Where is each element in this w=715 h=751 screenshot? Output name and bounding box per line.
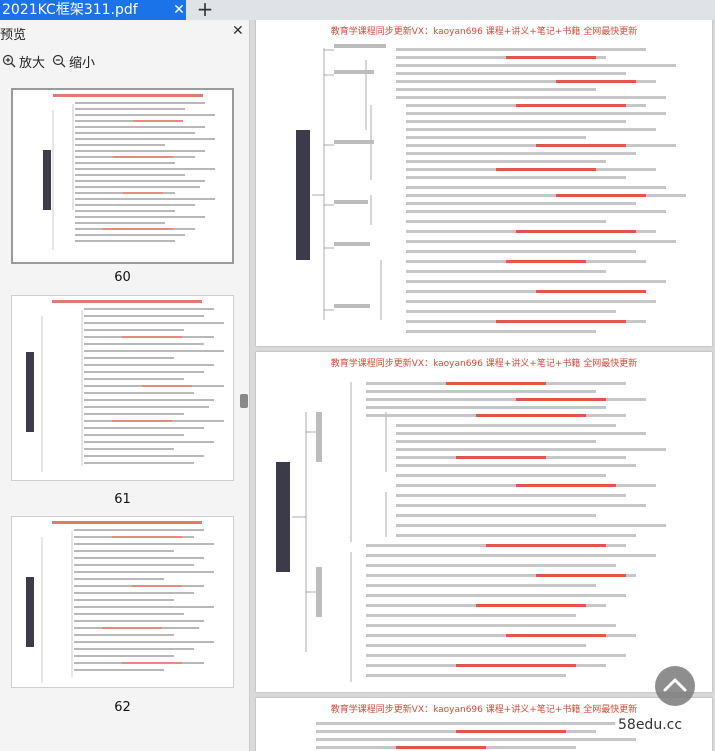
document-tab-title: 2021KC框架311.pdf — [2, 2, 138, 18]
page-header: 教育学课程同步更新VX：kaoyan696 课程+讲义+笔记+书籍 全网最快更新 — [330, 359, 638, 369]
page-thumbnail[interactable] — [11, 516, 234, 688]
thumbnail-content — [26, 300, 224, 472]
document-tab[interactable]: 2021KC框架311.pdf — [0, 0, 186, 20]
tab-bar: 2021KC框架311.pdf ✕ + — [0, 0, 715, 20]
sidebar-close-icon[interactable]: ✕ — [232, 23, 244, 39]
document-view[interactable]: 教育学课程同步更新VX：kaoyan696 课程+讲义+笔记+书籍 全网最快更新 — [251, 20, 715, 751]
sidebar-scrollbar[interactable] — [238, 84, 248, 751]
watermark: 58edu.cc — [615, 717, 686, 733]
plus-icon[interactable]: + — [196, 0, 214, 21]
scroll-top-button[interactable] — [655, 666, 695, 706]
pdf-page: 教育学课程同步更新VX：kaoyan696 课程+讲义+笔记+书籍 全网最快更新 — [256, 352, 712, 692]
mindmap-content — [316, 722, 636, 749]
thumbnail-content — [43, 94, 215, 250]
zoom-in-icon — [2, 54, 16, 68]
preview-sidebar: 预览 ✕ 放大 缩小 — [0, 20, 250, 751]
mindmap-content — [296, 44, 686, 333]
page-thumbnail[interactable] — [11, 295, 234, 481]
mindmap-content — [276, 382, 666, 682]
zoom-in-label: 放大 — [19, 55, 46, 71]
thumbnail-content — [26, 521, 214, 683]
zoom-out-label: 缩小 — [69, 55, 96, 71]
page-header: 教育学课程同步更新VX：kaoyan696 课程+讲义+笔记+书籍 全网最快更新 — [330, 27, 638, 37]
zoom-in-button[interactable]: 放大 — [2, 52, 46, 71]
thumbnail-page-number: 61 — [114, 492, 131, 507]
thumbnail-page-number: 62 — [114, 700, 131, 715]
pdf-page: 教育学课程同步更新VX：kaoyan696 课程+讲义+笔记+书籍 全网最快更新 — [256, 20, 712, 346]
close-icon[interactable]: ✕ — [173, 2, 185, 18]
sidebar-scroll-thumb[interactable] — [240, 394, 248, 408]
page-thumbnail[interactable] — [11, 88, 234, 264]
zoom-out-button[interactable]: 缩小 — [52, 52, 96, 71]
chevron-up-icon — [663, 678, 687, 692]
page-header: 教育学课程同步更新VX：kaoyan696 课程+讲义+笔记+书籍 全网最快更新 — [330, 705, 638, 715]
zoom-out-icon — [52, 54, 66, 68]
sidebar-title: 预览 — [0, 28, 27, 43]
thumbnail-page-number: 60 — [114, 270, 131, 285]
